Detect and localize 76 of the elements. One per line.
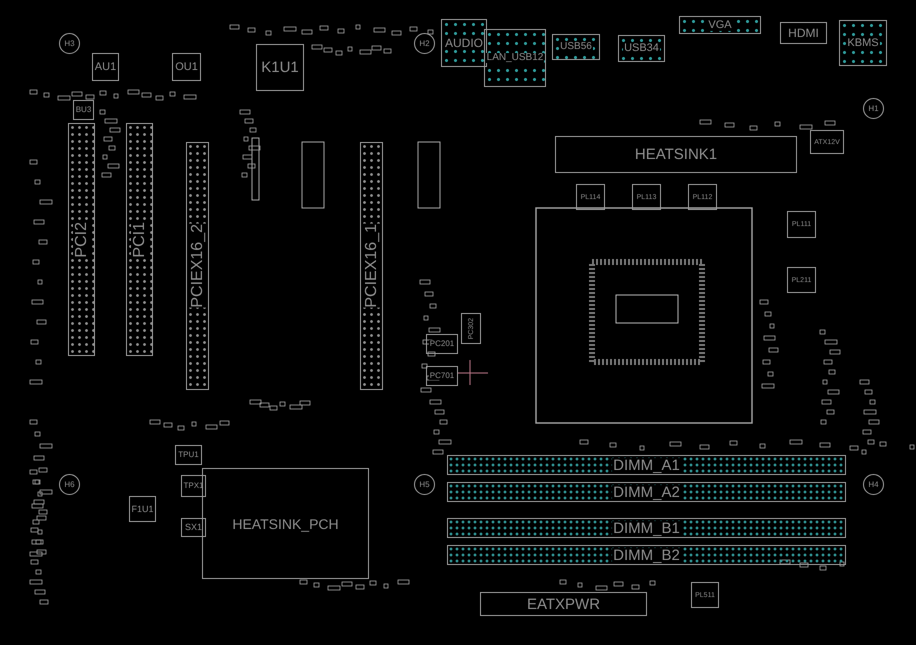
- heatsink-outline: [555, 136, 797, 173]
- memory-slot: [447, 482, 846, 502]
- reference-label: USB34: [623, 43, 660, 54]
- reference-label: EATXPWR: [526, 596, 602, 612]
- heatsink-outline: [202, 468, 369, 579]
- chip-footprint: [426, 366, 458, 386]
- power-connector: [480, 592, 647, 616]
- chip-footprint: [426, 334, 458, 354]
- expansion-slot: [186, 142, 209, 390]
- memory-slot: [447, 455, 846, 475]
- reference-label: BU3: [74, 106, 92, 114]
- chip-footprint: [129, 496, 156, 522]
- reference-label: F1U1: [130, 504, 154, 514]
- reference-label: PCI1: [130, 222, 148, 258]
- reference-label: H1: [867, 104, 880, 112]
- reference-label: H5: [418, 480, 431, 488]
- chip-footprint: [787, 267, 816, 293]
- reference-label: LAN_USB12: [486, 53, 544, 63]
- chip-footprint: [92, 53, 119, 81]
- chip-footprint: [632, 184, 661, 210]
- reference-label: H6: [63, 480, 76, 488]
- reference-label: HDMI: [787, 27, 820, 39]
- reference-label: TPX1: [182, 482, 204, 490]
- mounting-hole: [414, 474, 435, 495]
- expansion-slot: [126, 123, 153, 356]
- reference-label: OU1: [174, 62, 199, 72]
- mounting-hole: [863, 474, 884, 495]
- reference-label: AUDIO: [444, 37, 484, 49]
- chip-footprint: [688, 184, 717, 210]
- reference-label: TPU1: [177, 451, 200, 459]
- port-connector: [618, 35, 665, 62]
- mounting-hole: [414, 33, 435, 54]
- reference-label: H2: [418, 40, 431, 48]
- expansion-slot: [68, 123, 95, 356]
- port-connector: [679, 16, 761, 34]
- reference-label: SX1: [184, 523, 203, 532]
- chip-footprint: [787, 211, 816, 238]
- reference-label: KBMS: [846, 38, 880, 48]
- port-connector: [484, 29, 546, 87]
- reference-label: DIMM_B2: [612, 548, 681, 562]
- reference-label: PCIEX16_1: [362, 224, 380, 308]
- mounting-hole: [863, 98, 884, 119]
- port-connector: [441, 19, 487, 67]
- chip-footprint: [256, 44, 304, 91]
- chip-footprint: [461, 313, 481, 344]
- chip-footprint: [576, 184, 605, 210]
- chip-footprint: [172, 53, 201, 81]
- reference-label: H4: [867, 480, 880, 488]
- chip-footprint: [73, 100, 94, 120]
- memory-slot: [447, 545, 846, 565]
- chip-footprint: [810, 130, 844, 154]
- chip-footprint: [181, 518, 206, 537]
- reference-label: DIMM_B1: [612, 520, 681, 536]
- chip-footprint: [175, 445, 202, 465]
- mounting-hole: [59, 33, 80, 54]
- reference-label: H3: [63, 40, 76, 48]
- reference-label: PCIEX16_2: [188, 224, 206, 308]
- reference-label: PC701: [428, 372, 456, 380]
- reference-label: DIMM_A1: [612, 458, 681, 472]
- port-connector: [780, 22, 827, 44]
- mounting-hole: [59, 474, 80, 495]
- expansion-slot: [360, 142, 383, 390]
- reference-label: DIMM_A2: [612, 484, 681, 500]
- reference-label: HEATSINK_PCH: [231, 516, 340, 530]
- chip-footprint: [181, 475, 206, 497]
- port-connector: [839, 20, 887, 66]
- reference-label: USB56: [559, 42, 593, 52]
- chip-footprint: [691, 582, 719, 608]
- reference-label: PC201: [428, 340, 456, 348]
- memory-slot: [447, 518, 846, 538]
- reference-label: VGA: [707, 20, 733, 30]
- reference-label: K1U1: [260, 60, 300, 75]
- reference-label: AU1: [94, 62, 118, 72]
- port-connector: [552, 34, 600, 60]
- reference-label: HEATSINK1: [634, 147, 718, 162]
- reference-label: PCI2: [72, 222, 90, 258]
